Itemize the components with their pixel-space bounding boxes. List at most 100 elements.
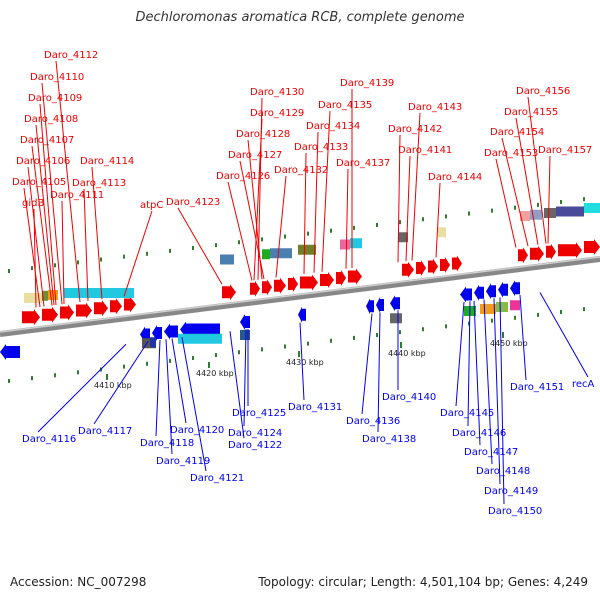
gene-label-top: Daro_4155	[504, 107, 558, 118]
guide-dot-bottom	[169, 358, 171, 363]
guide-dot-bottom	[583, 307, 585, 312]
gene-leader-line	[253, 118, 263, 281]
guide-dot-bottom	[353, 335, 355, 340]
gene-label-top: Daro_4141	[398, 145, 452, 156]
protein-domain-block	[64, 288, 134, 298]
guide-dot-top	[77, 260, 79, 265]
gene-label-bottom: Daro_4140	[382, 392, 436, 403]
forward-gene-arrow	[348, 268, 362, 285]
gene-label-bottom: Daro_4125	[232, 408, 286, 419]
guide-dot-bottom	[422, 327, 424, 332]
gene-leader-line	[455, 301, 465, 407]
gene-leader-line	[397, 134, 401, 263]
forward-gene-arrow	[124, 296, 136, 313]
scale-label: 4410 kbp	[94, 381, 132, 390]
guide-dot-top	[192, 246, 194, 250]
guide-dot-top	[537, 202, 539, 207]
gene-label-top: Daro_4130	[250, 87, 304, 98]
gene-leader-line	[275, 175, 287, 278]
gene-label-top: Daro_4109	[28, 93, 82, 104]
guide-dot-top	[307, 231, 309, 236]
gene-label-bottom: Daro_4120	[170, 425, 224, 436]
gene-leader-line	[321, 110, 331, 272]
gene-leader-line	[495, 158, 517, 248]
guide-dot-top	[238, 240, 240, 245]
protein-domain-block	[340, 239, 350, 250]
gene-leader-line	[55, 60, 81, 303]
reverse-gene-arrow	[498, 281, 508, 298]
gene-leader-line	[83, 188, 89, 302]
protein-domain-block	[496, 302, 508, 312]
genome-summary-text: Topology: circular; Length: 4,501,104 bp…	[258, 575, 588, 589]
accession-text: Accession: NC_007298	[10, 575, 147, 589]
forward-gene-arrow	[320, 272, 334, 288]
guide-dot-top	[353, 225, 355, 230]
gene-leader-line	[473, 300, 481, 446]
guide-dot-bottom	[123, 364, 125, 369]
reverse-gene-arrow	[180, 321, 220, 338]
forward-gene-arrow	[530, 245, 544, 262]
gene-label-top: Daro_4144	[428, 172, 482, 183]
gene-label-top: Daro_4137	[336, 158, 390, 169]
genome-axis	[0, 256, 600, 337]
gene-leader-line	[313, 131, 319, 273]
guide-dot-bottom	[77, 370, 79, 375]
gene-leader-line	[405, 155, 411, 262]
guide-dot-bottom	[491, 318, 493, 323]
gene-label-top: Daro_4142	[388, 124, 442, 135]
protein-domain-block	[240, 330, 250, 340]
scale-tick	[106, 374, 108, 380]
gene-label-bottom: Daro_4151	[510, 382, 564, 393]
guide-dot-top	[514, 205, 516, 210]
gene-label-top: Daro_4128	[236, 129, 290, 140]
guide-dot-top	[491, 208, 493, 213]
reverse-gene-arrow	[298, 306, 306, 323]
scale-tick	[208, 362, 210, 368]
forward-gene-arrow	[584, 239, 600, 255]
protein-domain-block	[390, 313, 402, 324]
gene-label-bottom: Daro_4138	[362, 434, 416, 445]
gene-label-top: atpC	[140, 200, 163, 211]
forward-gene-arrow	[42, 306, 58, 323]
gene-label-bottom: Daro_4131	[288, 402, 342, 413]
gene-leader-line	[61, 200, 65, 305]
guide-dot-bottom	[31, 376, 33, 381]
gene-leader-line	[155, 339, 161, 437]
protein-domain-block	[530, 209, 542, 220]
gene-leader-line	[177, 207, 223, 285]
guide-dot-top	[399, 220, 401, 225]
forward-gene-arrow	[288, 276, 298, 292]
gene-label-bottom: Daro_4150	[488, 506, 542, 517]
scale-tick	[400, 342, 402, 348]
gene-leader-line	[361, 313, 373, 415]
guide-dot-bottom	[192, 356, 194, 360]
gene-leader-line	[527, 96, 547, 244]
gene-leader-line	[93, 341, 149, 425]
reverse-gene-arrow	[164, 323, 178, 340]
gene-leader-line	[483, 299, 493, 465]
gene-leader-line	[165, 339, 173, 455]
gene-leader-line	[303, 152, 307, 275]
reverse-gene-arrow	[390, 295, 400, 312]
protein-domain-block	[584, 203, 600, 213]
guide-dot-top	[376, 223, 378, 227]
reverse-gene-arrow	[474, 284, 484, 301]
forward-gene-arrow	[76, 302, 92, 319]
guide-dot-top	[284, 234, 286, 239]
gene-leader-line	[37, 343, 127, 433]
protein-domain-block	[262, 249, 270, 260]
forward-gene-arrow	[518, 247, 528, 264]
gene-label-top: Daro_4105	[12, 177, 66, 188]
guide-dot-bottom	[54, 373, 56, 378]
forward-gene-arrow	[336, 270, 346, 286]
gene-label-top: Daro_4112	[44, 50, 98, 61]
guide-dot-bottom	[560, 310, 562, 314]
forward-gene-arrow	[452, 255, 462, 272]
gene-leader-line	[467, 301, 471, 427]
guide-dot-bottom	[445, 324, 447, 329]
gene-leader-line	[243, 329, 247, 427]
genome-title: Dechloromonas aromatica RCB, complete ge…	[135, 10, 465, 25]
scale-tick	[298, 351, 300, 357]
